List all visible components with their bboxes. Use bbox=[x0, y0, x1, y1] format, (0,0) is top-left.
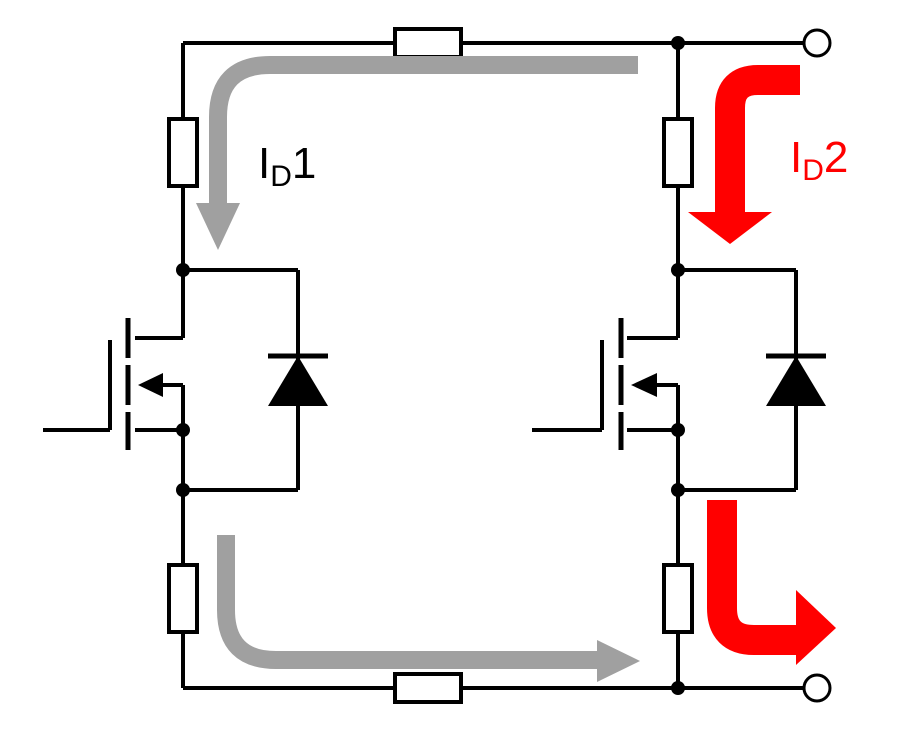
resistor-left-upper bbox=[167, 117, 199, 188]
resistor-right-upper bbox=[662, 117, 694, 188]
mosfet-right-arrow bbox=[631, 373, 657, 397]
current1-arrow-top bbox=[196, 56, 638, 250]
current2-arrow-bottom bbox=[707, 500, 836, 665]
diode-right bbox=[766, 353, 826, 406]
current2-arrow-top bbox=[688, 65, 800, 244]
current2-label: ID2 bbox=[790, 133, 848, 187]
terminal-top bbox=[802, 28, 832, 58]
resistor-left-lower bbox=[167, 563, 199, 634]
junction-dots bbox=[176, 36, 685, 695]
mosfet-left-arrow bbox=[138, 373, 163, 397]
resistor-top bbox=[393, 27, 463, 59]
current1-label: ID1 bbox=[258, 139, 316, 193]
resistor-bottom bbox=[393, 672, 463, 704]
current1-arrow-bottom bbox=[217, 535, 640, 682]
resistor-right-lower bbox=[662, 563, 694, 634]
terminal-bottom bbox=[802, 673, 832, 703]
resistors bbox=[167, 27, 694, 704]
diode-left bbox=[268, 353, 328, 406]
